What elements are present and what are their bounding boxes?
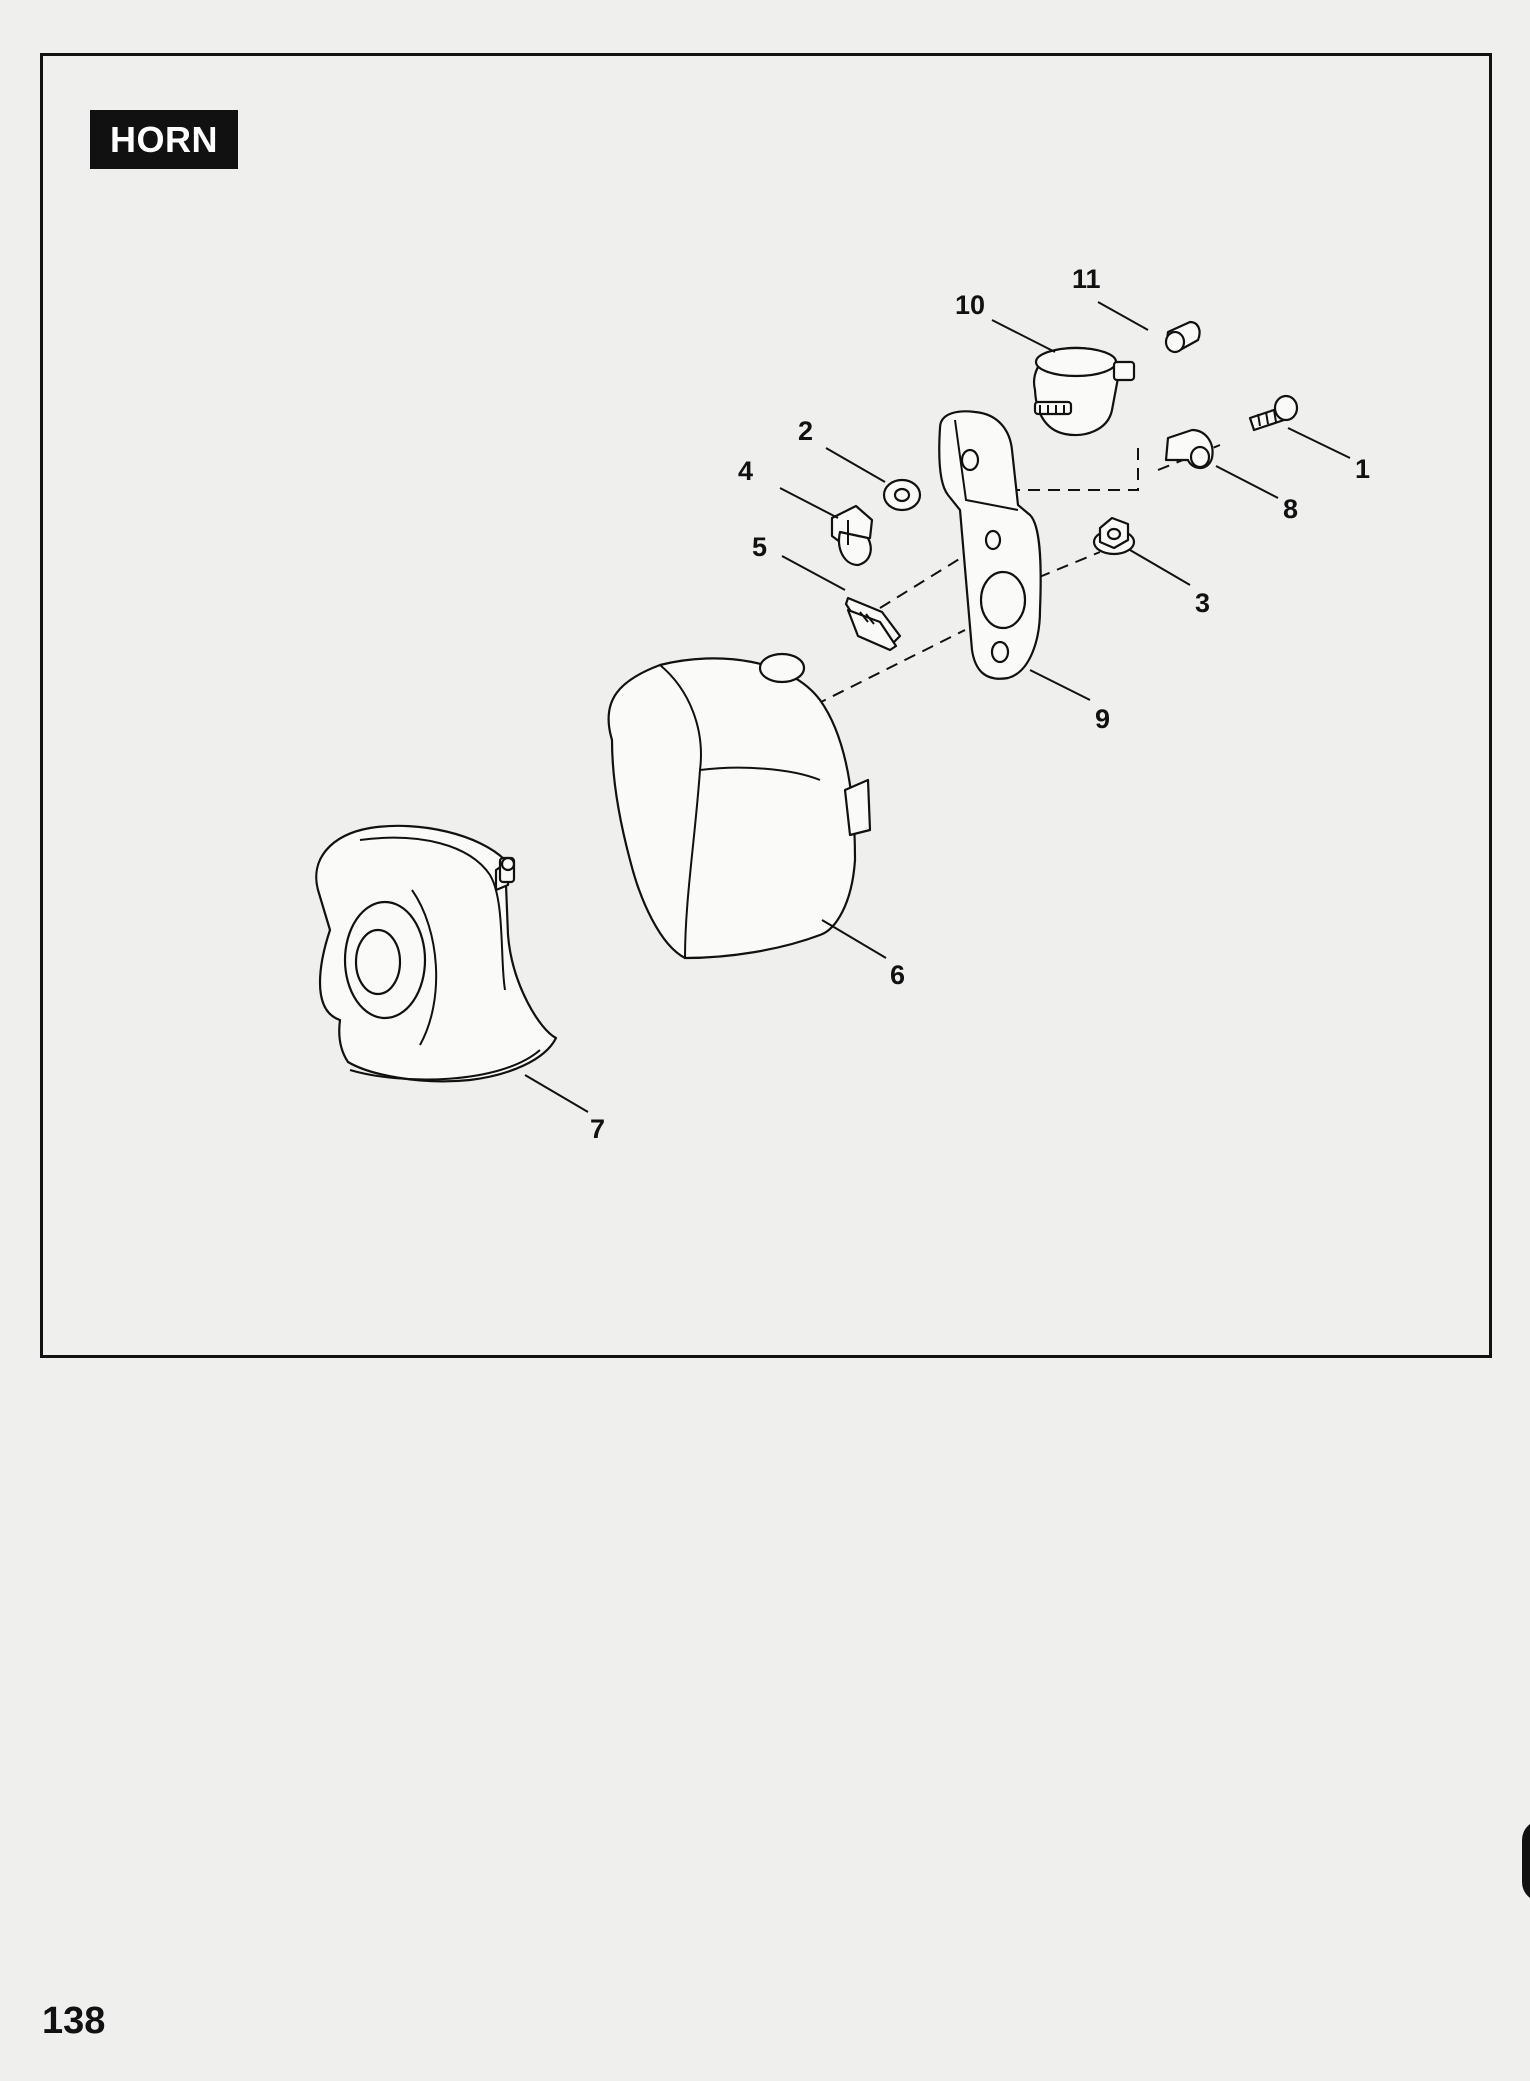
callout-4: 4 bbox=[738, 456, 753, 486]
horn-part bbox=[315, 824, 558, 1083]
page-edge-tab bbox=[1522, 1820, 1530, 1902]
callout-10: 10 bbox=[955, 290, 985, 320]
diagram-frame bbox=[40, 53, 1492, 1358]
callout-5: 5 bbox=[752, 532, 767, 562]
callout-9: 9 bbox=[1095, 704, 1110, 734]
callout-6: 6 bbox=[890, 960, 905, 990]
acorn-nut-part bbox=[830, 504, 874, 567]
callout-1: 1 bbox=[1355, 454, 1370, 484]
speed-clip-part bbox=[844, 596, 902, 652]
callout-11: 11 bbox=[1072, 264, 1101, 294]
cable-clip-part bbox=[1164, 428, 1214, 470]
cap-part bbox=[1164, 320, 1201, 354]
callout-3: 3 bbox=[1195, 588, 1210, 618]
screw-part bbox=[1248, 394, 1299, 432]
section-title: HORN bbox=[90, 110, 238, 169]
page-number: 138 bbox=[42, 2000, 106, 2042]
leader-lines bbox=[524, 301, 1351, 1113]
flange-nut-part bbox=[1092, 516, 1136, 556]
callout-8: 8 bbox=[1283, 494, 1298, 524]
callout-2: 2 bbox=[798, 416, 813, 446]
washer-part bbox=[882, 478, 922, 512]
callout-7: 7 bbox=[590, 1114, 605, 1144]
horn-bracket-part bbox=[938, 410, 1042, 680]
horn-cover-part bbox=[607, 652, 872, 960]
rubber-mount-part bbox=[1032, 346, 1136, 436]
callout-labels: 1 2 3 4 5 6 7 8 9 10 11 bbox=[590, 264, 1370, 1144]
